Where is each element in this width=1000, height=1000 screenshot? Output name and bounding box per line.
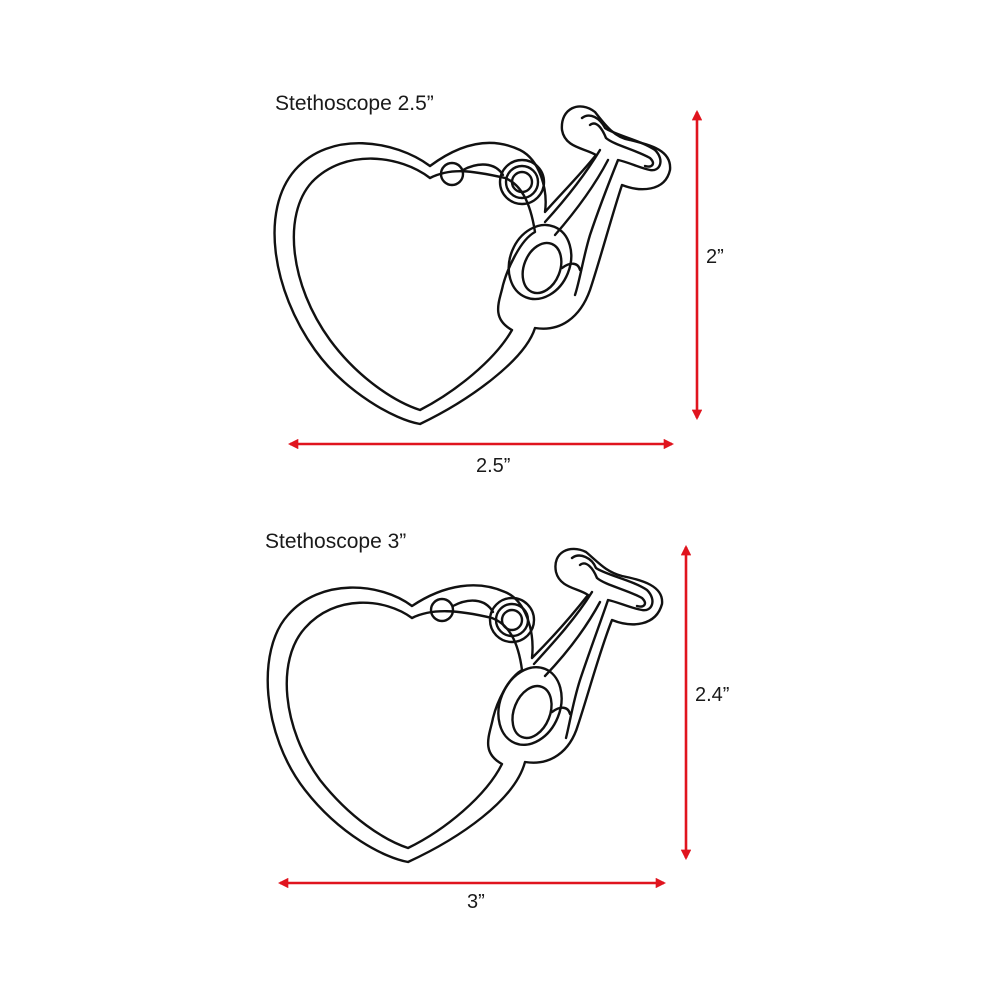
panel-1-drawing (273, 105, 703, 450)
width-label: 2.5” (476, 455, 511, 477)
item-panel-2: Stethoscope 3” 2.4” 3” (0, 500, 1000, 1000)
height-label: 2.4” (695, 684, 730, 706)
heart-stethoscope-outline-icon (273, 105, 672, 426)
height-label: 2” (706, 246, 724, 268)
item-title: Stethoscope 2.5” (275, 92, 434, 115)
width-label: 3” (467, 891, 485, 913)
item-title: Stethoscope 3” (265, 530, 407, 553)
panel-2-drawing (266, 544, 692, 889)
item-panel-1: Stethoscope 2.5” 2” 2.5” (273, 92, 724, 477)
heart-stethoscope-outline-icon (266, 547, 664, 864)
